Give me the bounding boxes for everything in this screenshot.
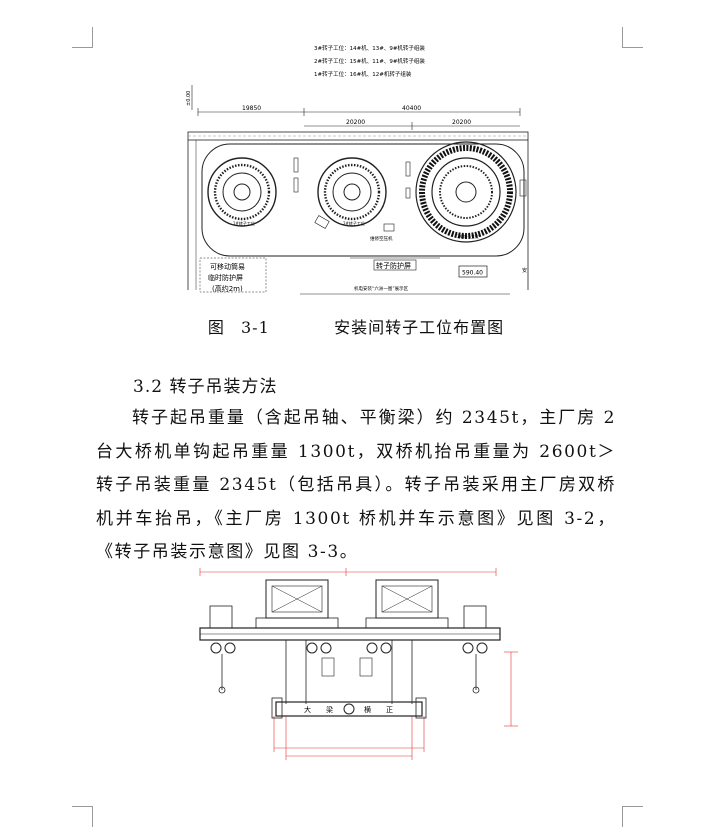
display-zone: 机电安装“六洲一图”展示区 — [354, 285, 409, 292]
left-crane — [209, 579, 339, 704]
rotor-label-2: 2#转子工位 — [343, 220, 365, 226]
section-heading: 3.2 转子吊装方法 — [133, 377, 278, 397]
right-crane — [359, 579, 488, 704]
figure-3-1-caption: 图 3-1 安装间转子工位布置图 — [207, 318, 505, 337]
dim-40400: 40400 — [402, 105, 421, 112]
section-paragraph: 转子起吊重量（含起吊轴、平衡梁）约 2345t，主厂房 2 台大桥机单钩起吊重量… — [96, 408, 616, 563]
rotor-station-3: 3#转子工位 — [415, 141, 517, 243]
dimension-lines — [199, 568, 518, 760]
crop-mark-bottom-left — [72, 806, 93, 827]
crop-mark-bottom-right — [622, 806, 643, 827]
height-note: (高约2m) — [212, 284, 243, 293]
removable-barrier: 可移动筒易 — [210, 262, 245, 271]
rotor-label-3: 3#转子工位 — [457, 233, 479, 239]
side-dimension: ±0.00 — [186, 91, 192, 106]
rotor-station-1: 1#转子工位 — [207, 157, 277, 227]
rotor-label-1: 1#转子工位 — [233, 220, 255, 226]
rotor-guard-screen: 转子防护屏 — [376, 261, 411, 270]
elevation-value: 590.40 — [462, 270, 483, 277]
legend-line-1: 3#转子工位：14#机、13#、9#机转子组装 — [314, 44, 425, 52]
beam-label-4: 正 — [386, 706, 393, 714]
dim-20200-a: 20200 — [346, 119, 365, 126]
rotor-station-layout-figure: 3#转子工位：14#机、13#、9#机转子组装 2#转子工位：15#机、11#、… — [186, 44, 529, 295]
crop-mark-top-right — [622, 27, 643, 48]
maintenance-label: 维修空压机 — [370, 235, 393, 242]
crane-tandem-figure: 大 梁 横 正 — [199, 568, 518, 760]
temporary-barrier: 临时防护屏 — [208, 273, 243, 282]
rotor-station-2: 2#转子工位 — [317, 157, 387, 227]
beam-label-2: 梁 — [326, 705, 333, 714]
right-edge-label: 安 — [522, 267, 527, 274]
dim-20200-b: 20200 — [452, 119, 471, 126]
crop-mark-top-left — [72, 27, 93, 48]
beam-label-3: 横 — [364, 705, 371, 714]
beam-label-1: 大 — [304, 705, 311, 714]
dim-19850: 19850 — [242, 105, 261, 112]
legend-line-2: 2#转子工位：15#机、11#、9#机转子组装 — [314, 57, 425, 65]
legend-line-3: 1#转子工位：16#机、12#机转子组装 — [314, 70, 412, 78]
